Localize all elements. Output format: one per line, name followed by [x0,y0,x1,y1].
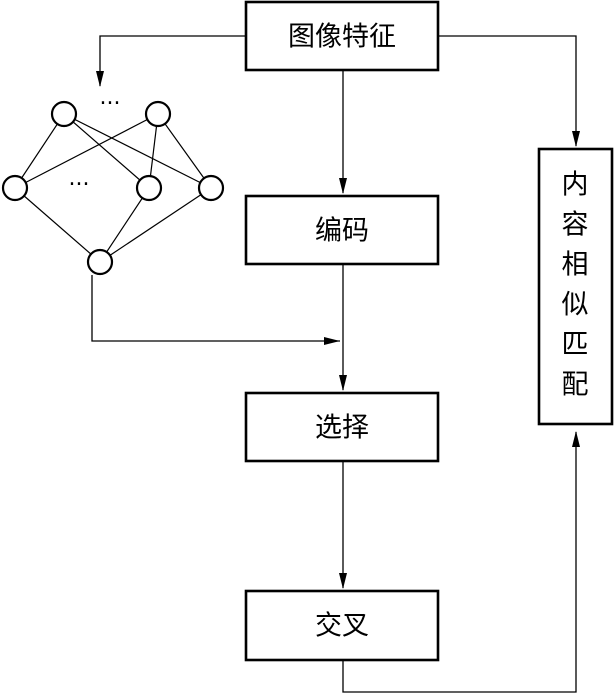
label-content-matching-char-2: 容 [562,210,589,241]
label-crossover: 交叉 [315,611,369,642]
label-content-matching-char-4: 似 [562,290,589,321]
box-content-matching: 内 容 相 似 匹 配 [537,147,614,426]
network-node-hidden-1 [1,174,29,202]
network-node-input-1 [50,100,78,128]
arrowhead-network-to-selection [324,337,340,345]
arrowhead-to-network [96,71,104,87]
network-ellipsis-middle: ··· [69,173,90,198]
label-content-matching-char-6: 配 [562,370,589,401]
label-content-matching-char-1: 内 [562,170,589,201]
network-node-hidden-2 [135,174,163,202]
label-content-matching-char-5: 匹 [562,330,589,361]
arrowhead-to-matching [572,131,580,147]
connector-features-to-matching [438,35,577,146]
arrowhead-to-encoding [339,178,347,194]
connector-network-to-selection [91,275,340,342]
connector-features-to-network [99,35,246,86]
network-node-input-2 [144,100,172,128]
connector-crossover-to-matching [342,432,577,693]
label-image-features: 图像特征 [288,22,396,53]
label-selection: 选择 [315,413,369,444]
box-crossover: 交叉 [244,589,440,662]
label-encoding: 编码 [315,216,369,247]
arrowhead-to-crossover [339,573,347,589]
label-content-matching-char-3: 相 [562,250,589,281]
network-connections [14,113,212,263]
box-encoding: 编码 [244,194,440,266]
arrowhead-feedback-to-matching [572,431,580,447]
arrowhead-to-selection [339,375,347,391]
box-image-features: 图像特征 [244,0,440,72]
network-ellipsis-top: ··· [100,92,121,117]
network-node-output [86,248,114,276]
box-selection: 选择 [244,391,440,463]
network-node-hidden-3 [197,174,225,202]
neural-network: ··· ··· [1,92,225,276]
